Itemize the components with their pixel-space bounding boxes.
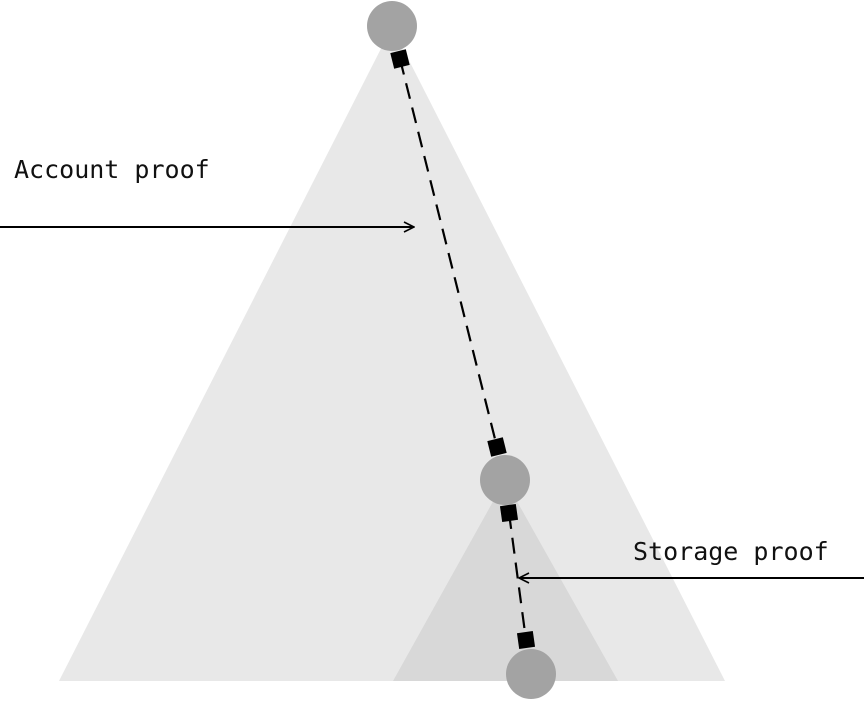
storage-leaf-node [506,649,556,699]
account-proof-end-marker [487,437,507,457]
storage-proof-path [507,512,528,641]
storage-proof-label: Storage proof [633,537,829,566]
storage-proof-start-marker [499,503,519,523]
account-proof-path [398,58,499,448]
storage-proof-end-marker [516,630,536,650]
state-root-node [367,1,417,51]
account-leaf-node [480,455,530,505]
account-proof-start-marker [390,49,410,69]
account-trie-triangle [59,27,725,681]
account-proof-label: Account proof [14,155,210,184]
storage-trie-triangle [393,480,618,681]
